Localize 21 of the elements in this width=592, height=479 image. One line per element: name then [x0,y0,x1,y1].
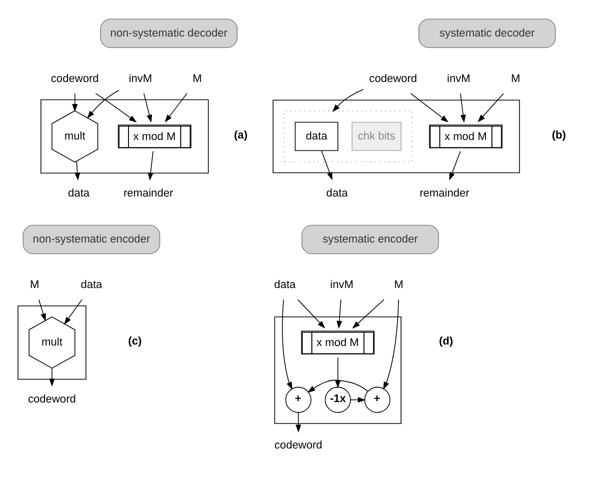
node-text: codeword [369,73,418,86]
node-text: codeword [274,440,322,452]
label: (c) [128,336,142,348]
label: (d) [438,336,454,348]
node-text: M [394,279,404,292]
node-text: invM [447,73,470,86]
node-text: data [326,188,348,200]
label: (b) [552,130,566,142]
node-text: codeword [50,73,99,86]
node-text: data [80,279,102,292]
node-text: M [510,73,520,86]
node-text: invM [330,279,354,292]
label: (a) [234,130,248,142]
node-text: invM [128,73,152,86]
node-text: data [68,188,90,200]
node-text: M [192,73,202,86]
node-text: remainder [123,188,174,200]
node-text: data [274,279,296,292]
node-text: codeword [28,394,76,406]
node-text: remainder [420,188,470,200]
node-text: M [30,279,40,292]
